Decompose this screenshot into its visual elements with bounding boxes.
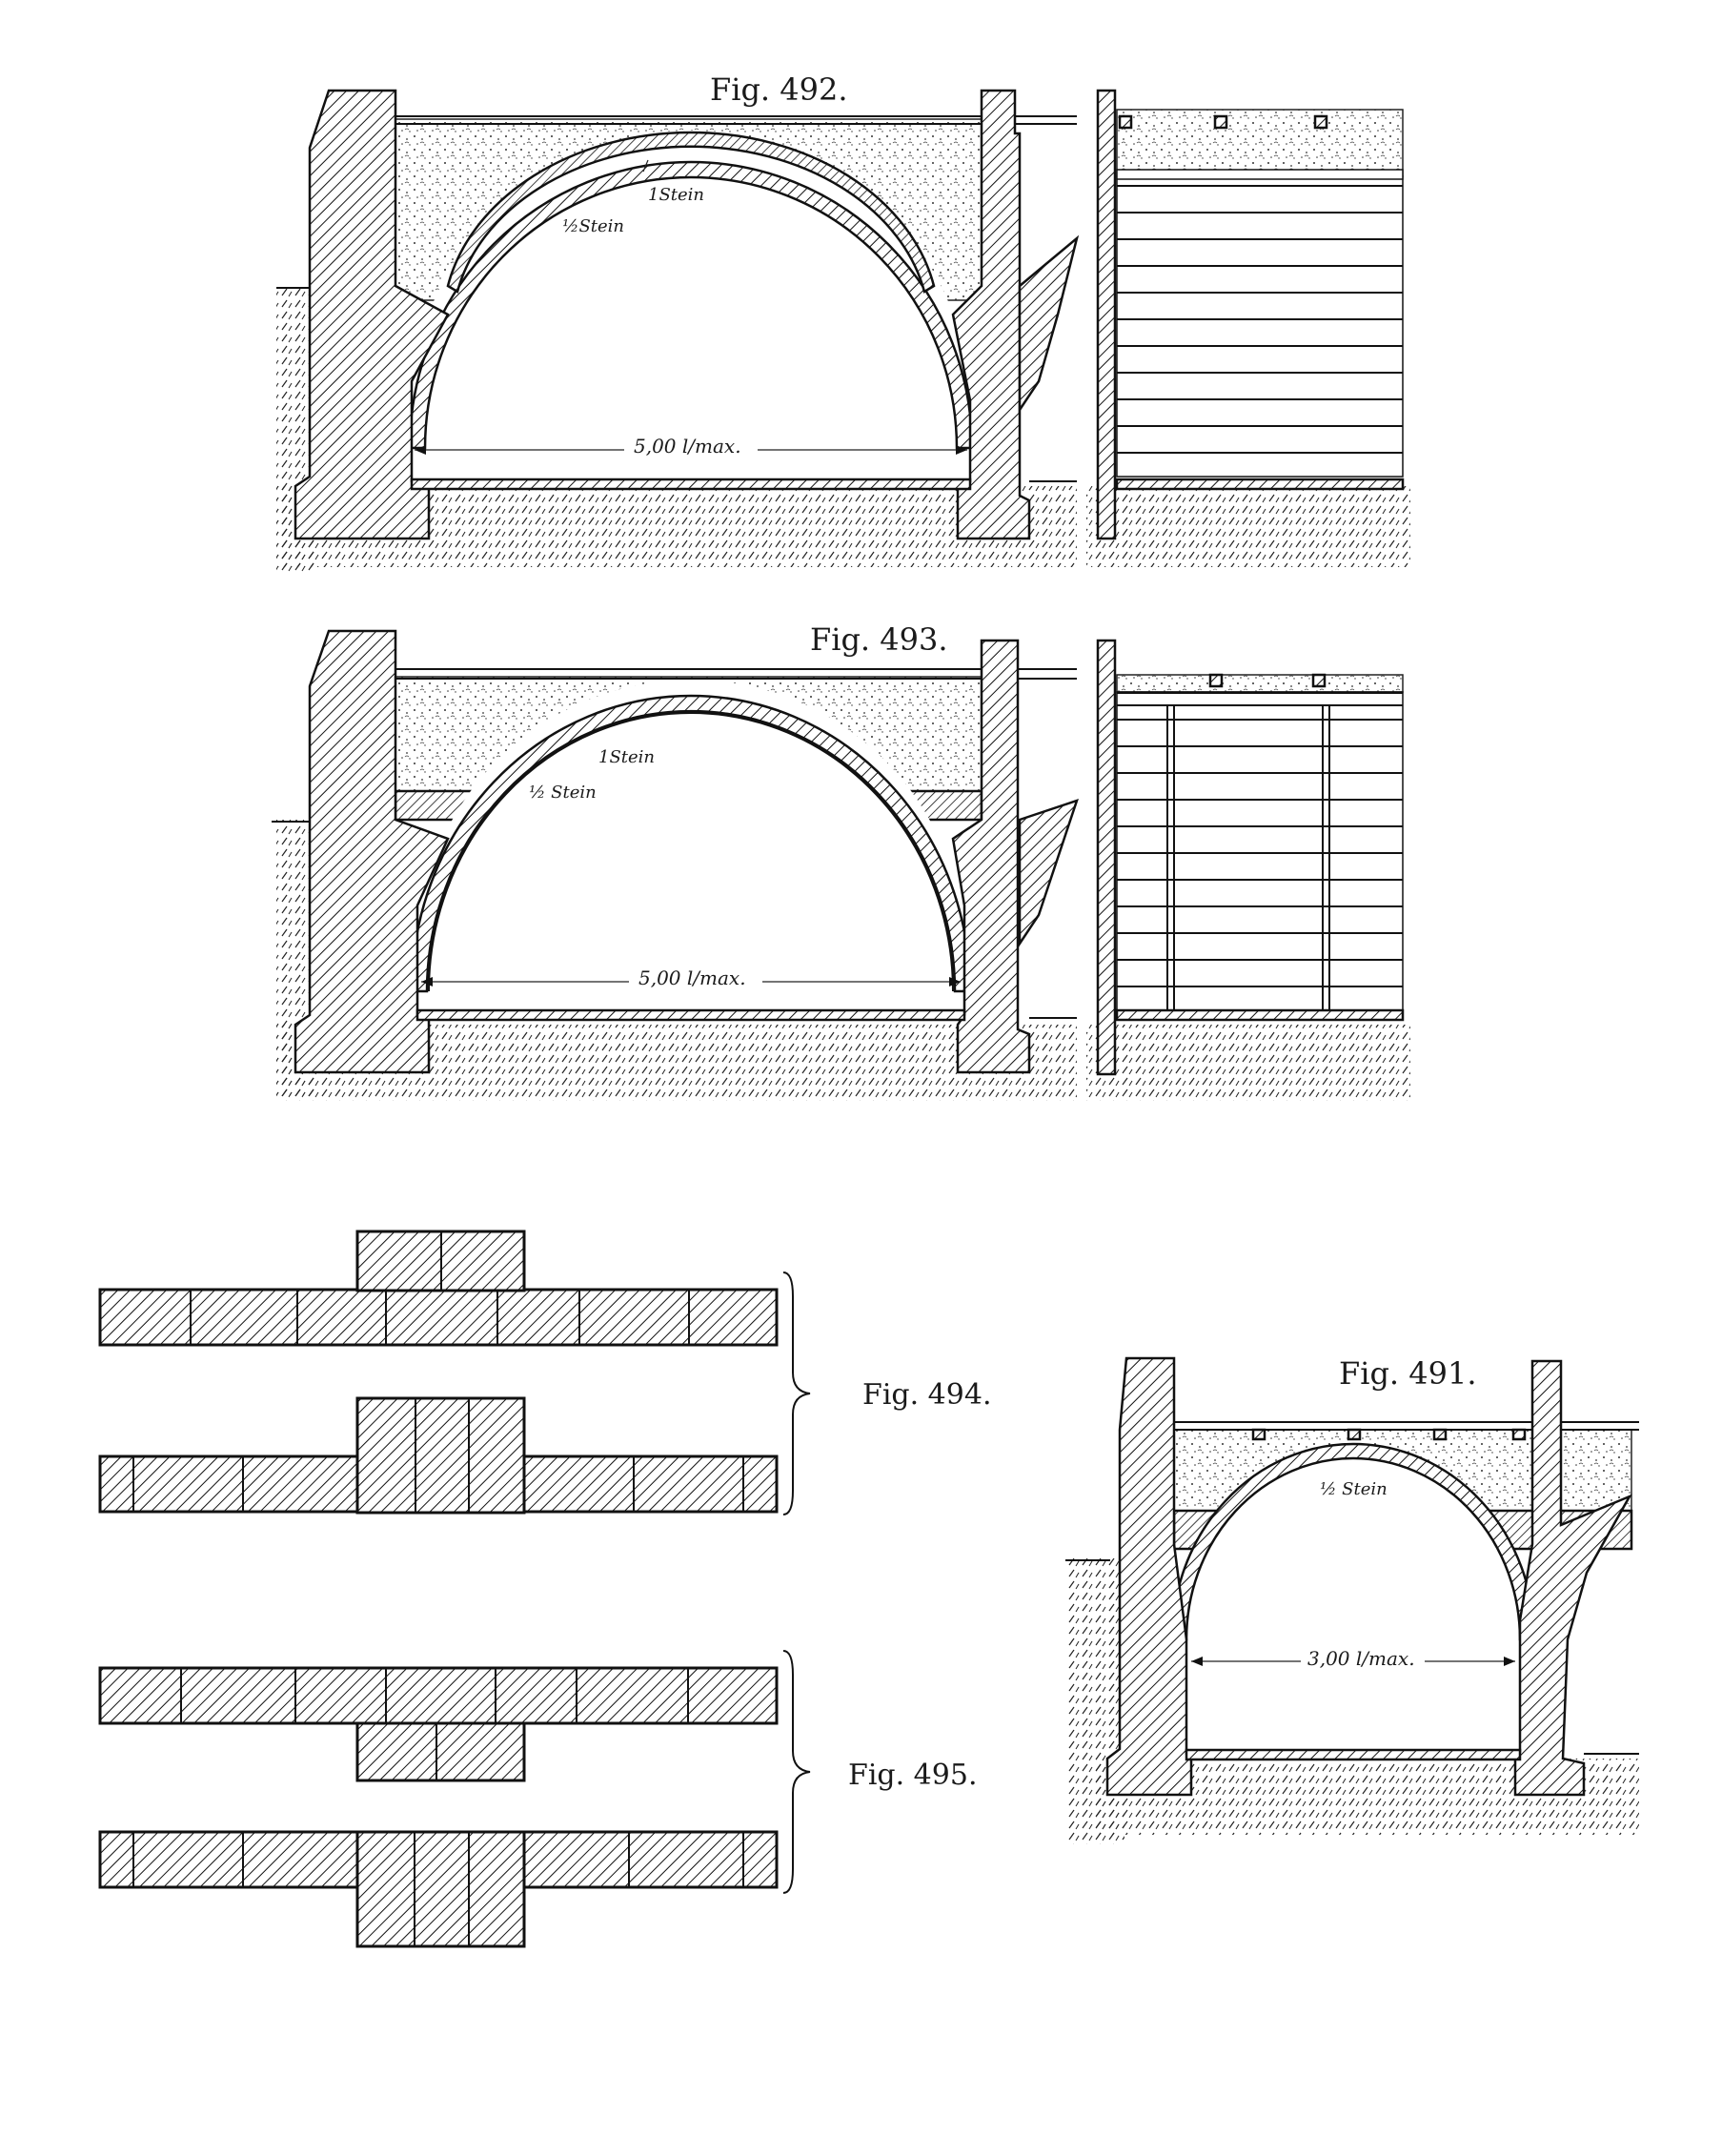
pier-right bbox=[951, 89, 1031, 540]
floor-slab bbox=[1185, 1748, 1522, 1761]
fig-494: Fig. 494. bbox=[98, 1230, 991, 1515]
fig-493-title: Fig. 493. bbox=[810, 621, 948, 658]
label-half-stone: ½ Stein bbox=[1320, 1479, 1388, 1499]
label-half-stone: ½Stein bbox=[562, 216, 624, 236]
fig-495: Fig. 495. bbox=[98, 1650, 977, 1948]
fig-492-title: Fig. 492. bbox=[710, 71, 848, 108]
pier-left bbox=[1105, 1356, 1193, 1797]
side-wall bbox=[1096, 89, 1117, 540]
fig-495-label: Fig. 495. bbox=[848, 1759, 977, 1792]
brace-495 bbox=[782, 1650, 811, 1894]
span-label: 3,00 l/max. bbox=[1307, 1647, 1415, 1670]
label-one-stone: 1Stein bbox=[598, 747, 655, 767]
span-label: 5,00 l/max. bbox=[634, 435, 741, 458]
side-wall bbox=[1096, 639, 1117, 1076]
fig-494-label: Fig. 494. bbox=[862, 1378, 991, 1412]
label-one-stone: 1Stein bbox=[648, 185, 704, 205]
span-label: 5,00 l/max. bbox=[638, 966, 746, 989]
floor-slab bbox=[410, 478, 972, 491]
course-1 bbox=[98, 1288, 779, 1347]
floor-slab bbox=[415, 1008, 966, 1022]
fig-491-title: Fig. 491. bbox=[1339, 1355, 1477, 1392]
course-1 bbox=[98, 1666, 779, 1725]
side-planking bbox=[1116, 175, 1404, 478]
label-half-stone: ½ Stein bbox=[529, 783, 597, 803]
fig-492: Fig. 492. 1Stein ½Stein 5,00 l/max. bbox=[276, 71, 1410, 572]
pier-right bbox=[1513, 1359, 1632, 1797]
pier-right bbox=[951, 639, 1031, 1074]
fig-491: Fig. 491. ½ Stein 3,00 l/max. bbox=[1065, 1355, 1639, 1844]
fig-493: Fig. 493. 1Stein ½ Stein 5,00 l/max. bbox=[272, 621, 1410, 1101]
brace-494 bbox=[782, 1271, 811, 1515]
